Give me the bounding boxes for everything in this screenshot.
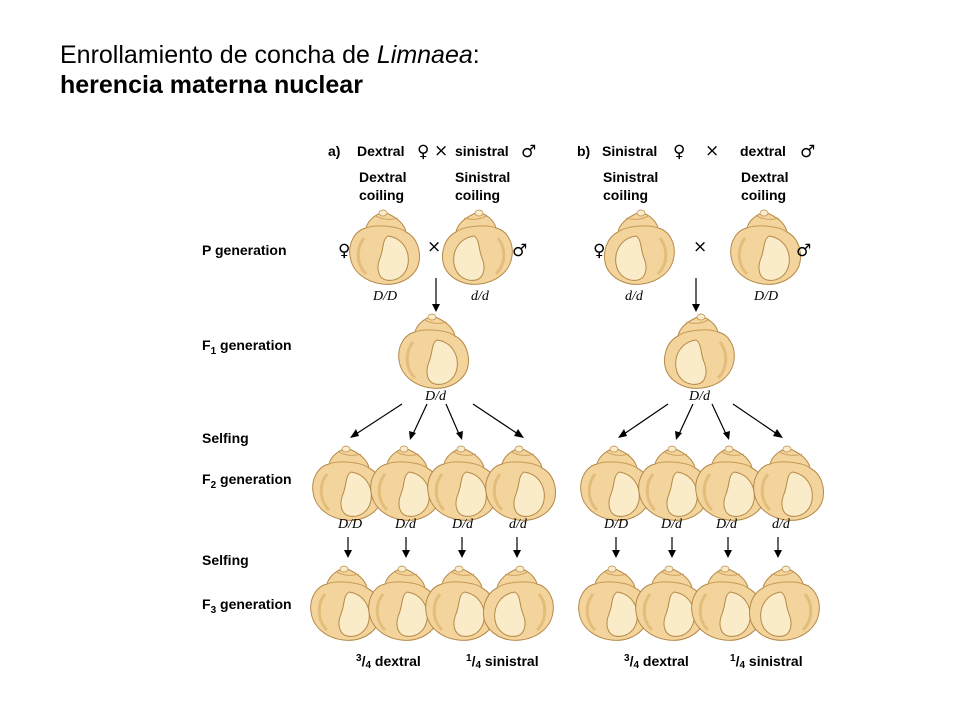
panel-b-male-parent: dextral [740, 143, 786, 159]
arrowhead [724, 550, 732, 558]
title-species: Limnaea [376, 41, 473, 69]
genotype-label: D/d [660, 517, 683, 532]
female-symbol: ♀ [673, 142, 685, 162]
genotype-label: D/d [688, 389, 711, 404]
genotype-label: D/D [603, 517, 628, 532]
genotype-label: D/D [337, 517, 362, 532]
shell-sinistral [605, 210, 675, 284]
cross-symbol: × [693, 237, 707, 257]
panel-a-male-parent: sinistral [455, 143, 509, 159]
cross-symbol: × [705, 141, 719, 161]
title-colon: : [472, 41, 480, 69]
panel-b-female-parent: Sinistral [602, 143, 657, 159]
slide-title: Enrollamiento de concha de Limnaea: here… [60, 40, 480, 100]
genotype-label: D/D [372, 289, 397, 304]
male-symbol: ♂ [521, 142, 536, 162]
arrowhead [692, 304, 700, 312]
genotype-label: d/d [625, 289, 644, 304]
panel-a-female-coiling-1: Dextral [359, 169, 406, 185]
title-text: Enrollamiento de concha de [60, 41, 377, 69]
genotype-label: d/d [471, 289, 490, 304]
ratio-dextral: 3/4 dextral [624, 653, 689, 671]
ratio-sinistral: 1/4 sinistral [730, 653, 803, 671]
shell-sinistral [443, 210, 513, 284]
panel-b: b) Sinistral ♀ × dextral ♂ Sinistral coi… [577, 141, 825, 671]
ratio-dextral: 3/4 dextral [356, 653, 421, 671]
genotype-label: D/d [424, 389, 447, 404]
arrowhead [618, 429, 627, 438]
arrowhead [612, 550, 620, 558]
label-p-generation: P generation [202, 242, 287, 258]
arrow [711, 403, 727, 435]
title-subtitle: herencia materna nuclear [60, 71, 363, 99]
arrowhead [344, 550, 352, 558]
panel-a-female-parent: Dextral [357, 143, 404, 159]
panel-a-male-coiling-2: coiling [455, 187, 500, 203]
arrowhead [675, 431, 682, 440]
ratio-sinistral: 1/4 sinistral [466, 653, 539, 671]
arrowhead [773, 429, 783, 438]
arrowhead [723, 431, 730, 440]
genotype-label: D/d [715, 517, 738, 532]
female-symbol: ♀ [593, 241, 605, 261]
shell-dextral [348, 208, 421, 286]
arrow [445, 403, 460, 435]
label-selfing-1: Selfing [202, 430, 249, 446]
panel-a-female-coiling-2: coiling [359, 187, 404, 203]
panel-b-male-coiling-2: coiling [741, 187, 786, 203]
genotype-label: D/D [753, 289, 778, 304]
arrow [732, 403, 778, 435]
cross-symbol: × [434, 141, 448, 161]
arrowhead [458, 550, 466, 558]
genotype-label: d/d [509, 517, 528, 532]
shell-dextral [484, 444, 557, 522]
shell-sinistral [750, 566, 820, 640]
label-f2-generation: F2 generation [202, 471, 292, 491]
panel-b-letter: b) [577, 143, 590, 159]
female-symbol: ♀ [417, 142, 429, 162]
panel-a: a) Dextral ♀ × sinistral ♂ Dextral coili… [309, 141, 557, 671]
cross-symbol: × [427, 237, 441, 257]
panel-a-letter: a) [328, 143, 340, 159]
shell-dextral [397, 312, 470, 390]
arrowhead [432, 304, 440, 312]
shell-dextral [752, 444, 825, 522]
label-selfing-2: Selfing [202, 552, 249, 568]
male-symbol: ♂ [800, 142, 815, 162]
arrow [678, 403, 694, 435]
panel-a-male-coiling-1: Sinistral [455, 169, 510, 185]
shell-dextral [729, 208, 802, 286]
arrowhead [402, 550, 410, 558]
female-symbol: ♀ [338, 241, 350, 261]
arrowhead [668, 550, 676, 558]
arrowhead [774, 550, 782, 558]
arrowhead [350, 429, 359, 438]
genotype-label: D/d [451, 517, 474, 532]
arrowhead [409, 431, 416, 440]
panel-b-male-coiling-1: Dextral [741, 169, 788, 185]
arrowhead [456, 431, 463, 440]
genotype-label: D/d [394, 517, 417, 532]
arrowhead [513, 550, 521, 558]
arrow [623, 403, 669, 435]
male-symbol: ♂ [796, 241, 811, 261]
arrow [472, 403, 519, 435]
shell-sinistral [484, 566, 554, 640]
arrowhead [514, 429, 524, 438]
panel-b-female-coiling-1: Sinistral [603, 169, 658, 185]
arrow [412, 403, 428, 435]
panel-b-female-coiling-2: coiling [603, 187, 648, 203]
label-f3-generation: F3 generation [202, 596, 292, 616]
shell-sinistral [665, 314, 735, 388]
male-symbol: ♂ [512, 241, 527, 261]
genotype-label: d/d [772, 517, 791, 532]
arrow [355, 403, 403, 435]
label-f1-generation: F1 generation [202, 337, 292, 357]
